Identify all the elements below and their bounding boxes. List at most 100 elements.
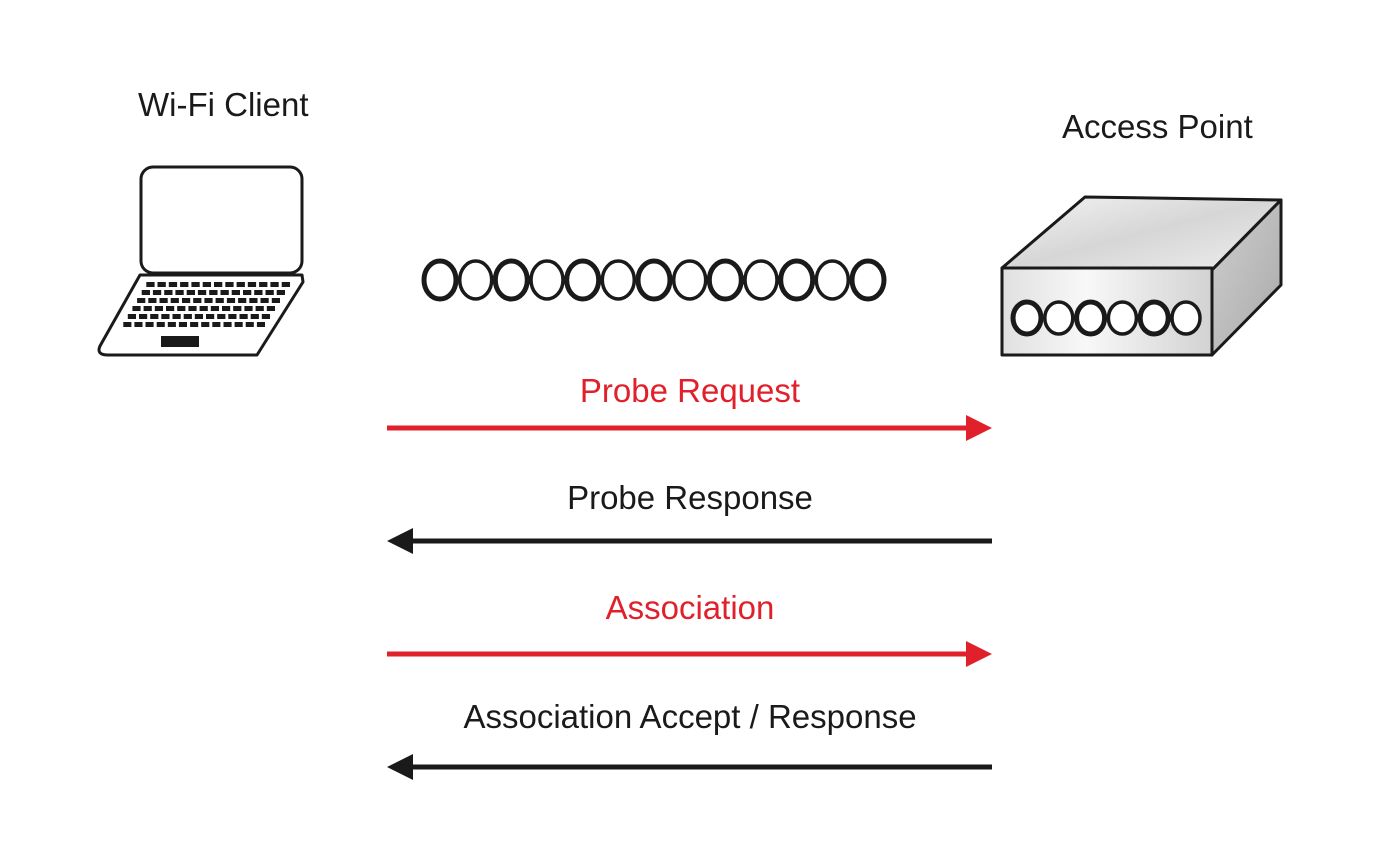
keyboard-key — [132, 306, 141, 311]
keyboard-key — [202, 282, 211, 287]
keyboard-key — [259, 282, 268, 287]
association-accept-response-label: Association Accept / Response — [463, 698, 917, 735]
keyboard-key — [175, 290, 184, 295]
keyboard-key — [217, 314, 226, 319]
keyboard-key — [226, 298, 236, 303]
keyboard-key — [127, 314, 136, 319]
probe-request-label: Probe Request — [579, 372, 801, 409]
signal-ring — [529, 259, 565, 301]
keyboard-key — [261, 314, 270, 319]
keyboard-key — [186, 290, 195, 295]
keyboard-key — [209, 290, 218, 295]
keyboard-key — [210, 306, 219, 311]
keyboard-key — [156, 322, 165, 327]
signal-ring — [814, 259, 851, 301]
signal-ring — [778, 258, 816, 302]
arrowhead-icon — [966, 641, 992, 667]
keyboard-key — [152, 290, 162, 295]
keyboard-key — [161, 314, 170, 319]
keyboard-key — [191, 282, 200, 287]
probe-response-label: Probe Response — [567, 479, 813, 516]
port-ring — [1010, 299, 1044, 337]
keyboard-key — [245, 322, 254, 327]
keyboard-key — [215, 298, 224, 303]
keyboard-key — [137, 298, 146, 303]
keyboard-key — [212, 322, 221, 327]
keyboard-key — [177, 306, 186, 311]
keyboard-key — [220, 290, 229, 295]
keyboard-key — [159, 298, 168, 303]
keyboard-key — [222, 306, 231, 311]
keyboard-key — [238, 298, 247, 303]
keyboard-key — [172, 314, 181, 319]
keyboard-key — [150, 314, 159, 319]
keyboard-key — [234, 322, 243, 327]
keyboard-key — [146, 282, 155, 287]
keyboard-key — [154, 306, 163, 311]
keyboard-key — [254, 290, 263, 295]
keyboard-key — [178, 322, 187, 327]
keyboard-key — [167, 322, 176, 327]
keyboard-key — [170, 298, 179, 303]
signal-ring — [743, 259, 779, 301]
keyboard-key — [265, 290, 274, 295]
port-ring — [1043, 300, 1075, 336]
keyboard-key — [228, 314, 237, 319]
keyboard-key — [190, 322, 199, 327]
keyboard-key — [250, 314, 259, 319]
keyboard-key — [239, 314, 248, 319]
keyboard-key — [266, 306, 275, 311]
port-ring — [1137, 299, 1171, 337]
keyboard-key — [145, 322, 154, 327]
arrowhead-icon — [387, 754, 413, 780]
keyboard-key — [197, 290, 207, 295]
keyboard-key — [139, 314, 148, 319]
keyboard-key — [188, 306, 197, 311]
signal-ring — [706, 258, 744, 302]
signal-ring — [564, 258, 602, 302]
keyboard-key — [168, 282, 178, 287]
keyboard-key — [255, 306, 264, 311]
keyboard-key — [157, 282, 166, 287]
port-ring — [1170, 300, 1202, 336]
keyboard-key — [134, 322, 143, 327]
keyboard-key — [180, 282, 189, 287]
keyboard-key — [236, 282, 245, 287]
keyboard-key — [141, 290, 150, 295]
signal-ring — [849, 258, 887, 302]
client-label: Wi-Fi Client — [138, 86, 309, 123]
wireless-signal-icon — [421, 258, 887, 302]
keyboard-key — [201, 322, 210, 327]
port-ring — [1074, 299, 1108, 337]
keyboard-key — [260, 298, 269, 303]
keyboard-key — [194, 314, 203, 319]
keyboard-key — [166, 306, 175, 311]
association-label: Association — [605, 589, 775, 626]
keyboard-key — [199, 306, 208, 311]
keyboard-key — [164, 290, 173, 295]
access-point-icon — [1000, 195, 1283, 357]
keyboard-key — [249, 298, 258, 303]
keyboard-key — [271, 298, 280, 303]
signal-ring — [457, 259, 494, 301]
laptop-icon — [97, 165, 305, 357]
signal-ring — [600, 259, 637, 301]
keyboard-key — [182, 298, 191, 303]
keyboard-key — [183, 314, 192, 319]
signal-ring — [492, 258, 530, 302]
access-point-label: Access Point — [1062, 108, 1253, 145]
keyboard-key — [148, 298, 157, 303]
keyboard-key — [204, 298, 213, 303]
keyboard-key — [233, 306, 242, 311]
keyboard-key — [281, 282, 290, 287]
arrowhead-icon — [966, 415, 992, 441]
keyboard-key — [231, 290, 240, 295]
keyboard-key — [206, 314, 215, 319]
keyboard-key — [193, 298, 202, 303]
keyboard-key — [256, 322, 265, 327]
port-ring — [1106, 300, 1139, 336]
keyboard-key — [247, 282, 257, 287]
keyboard-key — [123, 322, 132, 327]
keyboard-key — [223, 322, 232, 327]
arrowhead-icon — [387, 528, 413, 554]
